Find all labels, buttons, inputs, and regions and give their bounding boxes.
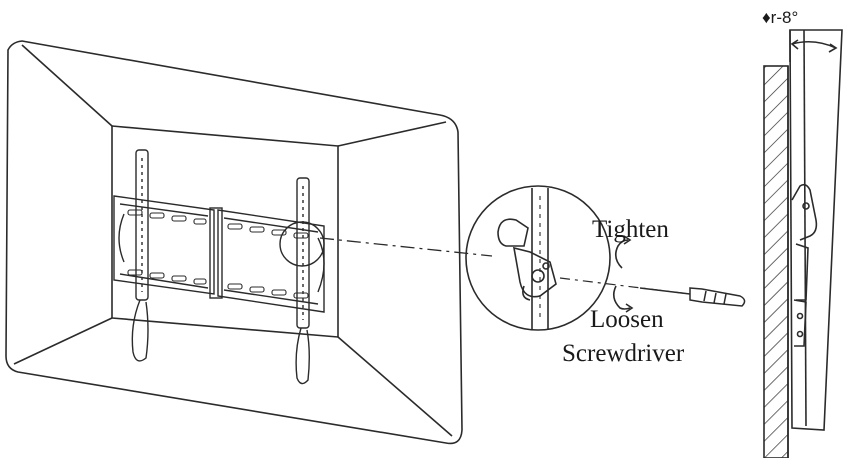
leader-line (319, 237, 493, 257)
wall-plate (113, 149, 325, 385)
screwdriver-label: Screwdriver (562, 340, 685, 367)
tilt-angle-label: ♦r-8° (762, 8, 799, 27)
tilt-angle-indicator (789, 30, 838, 62)
wall-section (763, 65, 789, 458)
tv-back-panel (5, 40, 463, 445)
tv-side-view (789, 29, 843, 431)
detail-circle (465, 185, 611, 331)
screwdriver-icon (559, 277, 746, 307)
rotation-arrows-icon (612, 235, 634, 313)
loosen-label: Loosen (590, 306, 664, 333)
tighten-label: Tighten (592, 216, 669, 243)
